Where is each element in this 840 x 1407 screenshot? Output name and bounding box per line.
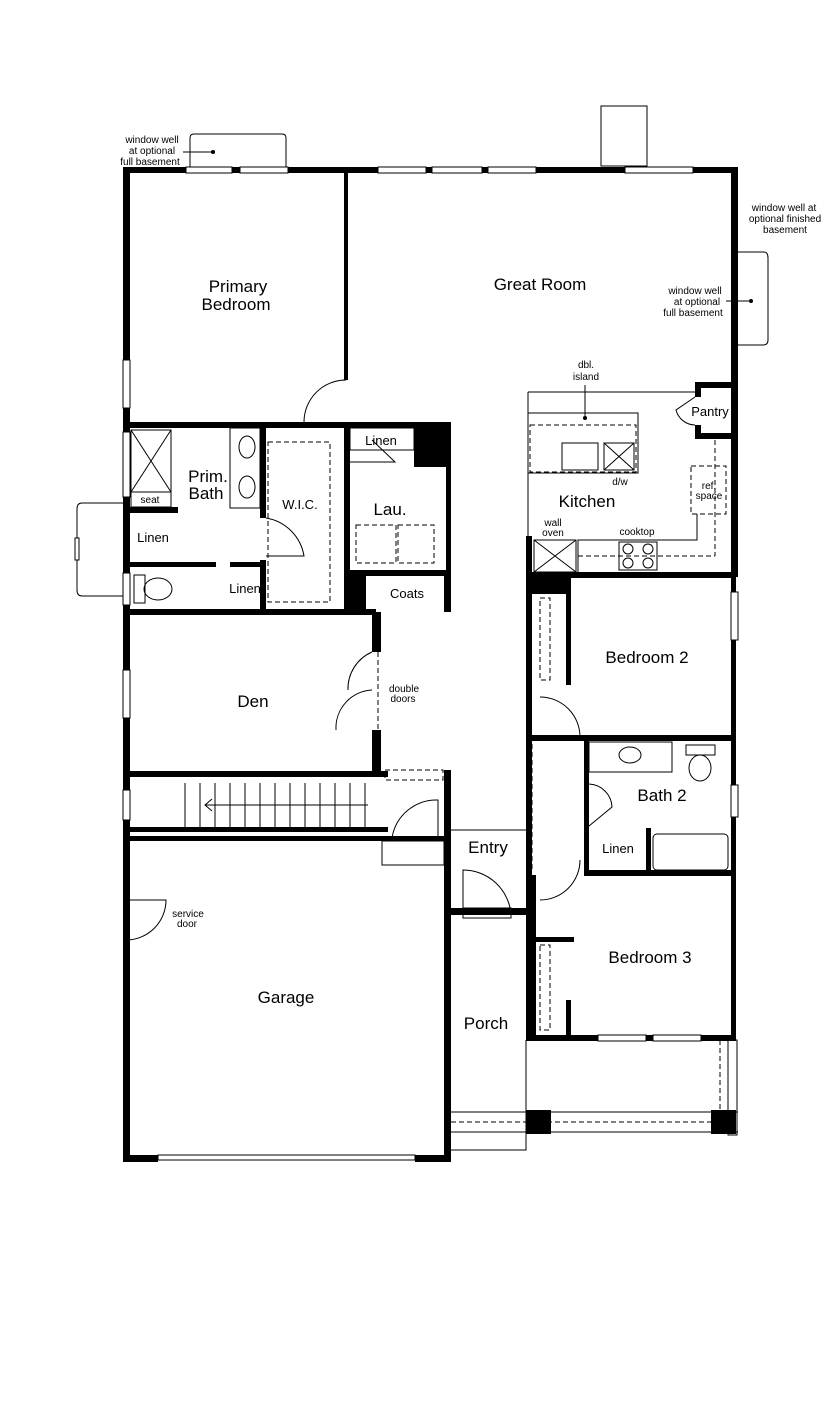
note-dw: d/w <box>612 477 628 488</box>
label-porch: Porch <box>464 1014 508 1033</box>
note-service-door-1: service <box>172 909 204 920</box>
note-window-well-right-1: window well <box>667 286 721 297</box>
label-entry: Entry <box>468 838 508 857</box>
label-den: Den <box>237 692 268 711</box>
label-linen-bath-1: Linen <box>137 530 169 545</box>
chimney <box>600 105 648 167</box>
note-dbl-island-2: island <box>573 372 599 383</box>
label-linen-bath2: Linen <box>602 841 634 856</box>
fixtures <box>125 379 738 1151</box>
leaders <box>183 150 753 420</box>
label-garage: Garage <box>258 988 315 1007</box>
window-well-right <box>736 251 769 346</box>
label-seat: seat <box>141 495 160 506</box>
note-window-well-top-3: full basement <box>120 157 180 168</box>
note-double-doors-2: doors <box>390 694 415 705</box>
note-wall-oven-2: oven <box>542 528 564 539</box>
note-window-well-finished-3: basement <box>763 225 807 236</box>
note-wall-oven-1: wall <box>543 518 561 529</box>
note-window-well-top-1: window well <box>124 135 178 146</box>
note-window-well-finished-1: window well at <box>751 203 817 214</box>
label-bedroom-2: Bedroom 2 <box>605 648 688 667</box>
label-great-room: Great Room <box>494 275 587 294</box>
label-prim-bath-1: Prim. <box>188 467 228 486</box>
window-well-top <box>189 133 287 168</box>
label-kitchen: Kitchen <box>559 492 616 511</box>
label-prim-bath-2: Bath <box>189 484 224 503</box>
note-ref-space-1: ref. <box>702 481 716 492</box>
label-bedroom-3: Bedroom 3 <box>608 948 691 967</box>
label-wic: W.I.C. <box>282 497 317 512</box>
label-primary-bedroom-1: Primary <box>209 277 268 296</box>
note-window-well-top-2: at optional <box>129 146 175 157</box>
label-linen-laundry: Linen <box>365 433 397 448</box>
label-bath-2: Bath 2 <box>637 786 686 805</box>
note-double-doors-1: double <box>389 684 419 695</box>
note-service-door-2: door <box>177 919 198 930</box>
note-window-well-right-2: at optional <box>674 297 720 308</box>
annotations: window well at optional full basement wi… <box>120 135 821 930</box>
note-window-well-finished-2: optional finished <box>749 214 821 225</box>
label-coats: Coats <box>390 586 424 601</box>
label-laundry: Lau. <box>373 500 406 519</box>
label-pantry: Pantry <box>691 404 729 419</box>
interior-walls <box>126 170 736 1038</box>
label-linen-bath-2: Linen <box>229 581 261 596</box>
windows <box>122 166 739 1161</box>
room-labels: Primary Bedroom Great Room Prim. Bath W.… <box>137 275 729 1033</box>
note-window-well-right-3: full basement <box>663 308 723 319</box>
window-well-left <box>74 502 124 597</box>
note-dbl-island-1: dbl. <box>578 360 594 371</box>
label-primary-bedroom-2: Bedroom <box>202 295 271 314</box>
note-ref-space-2: space <box>696 491 723 502</box>
note-cooktop: cooktop <box>619 527 654 538</box>
